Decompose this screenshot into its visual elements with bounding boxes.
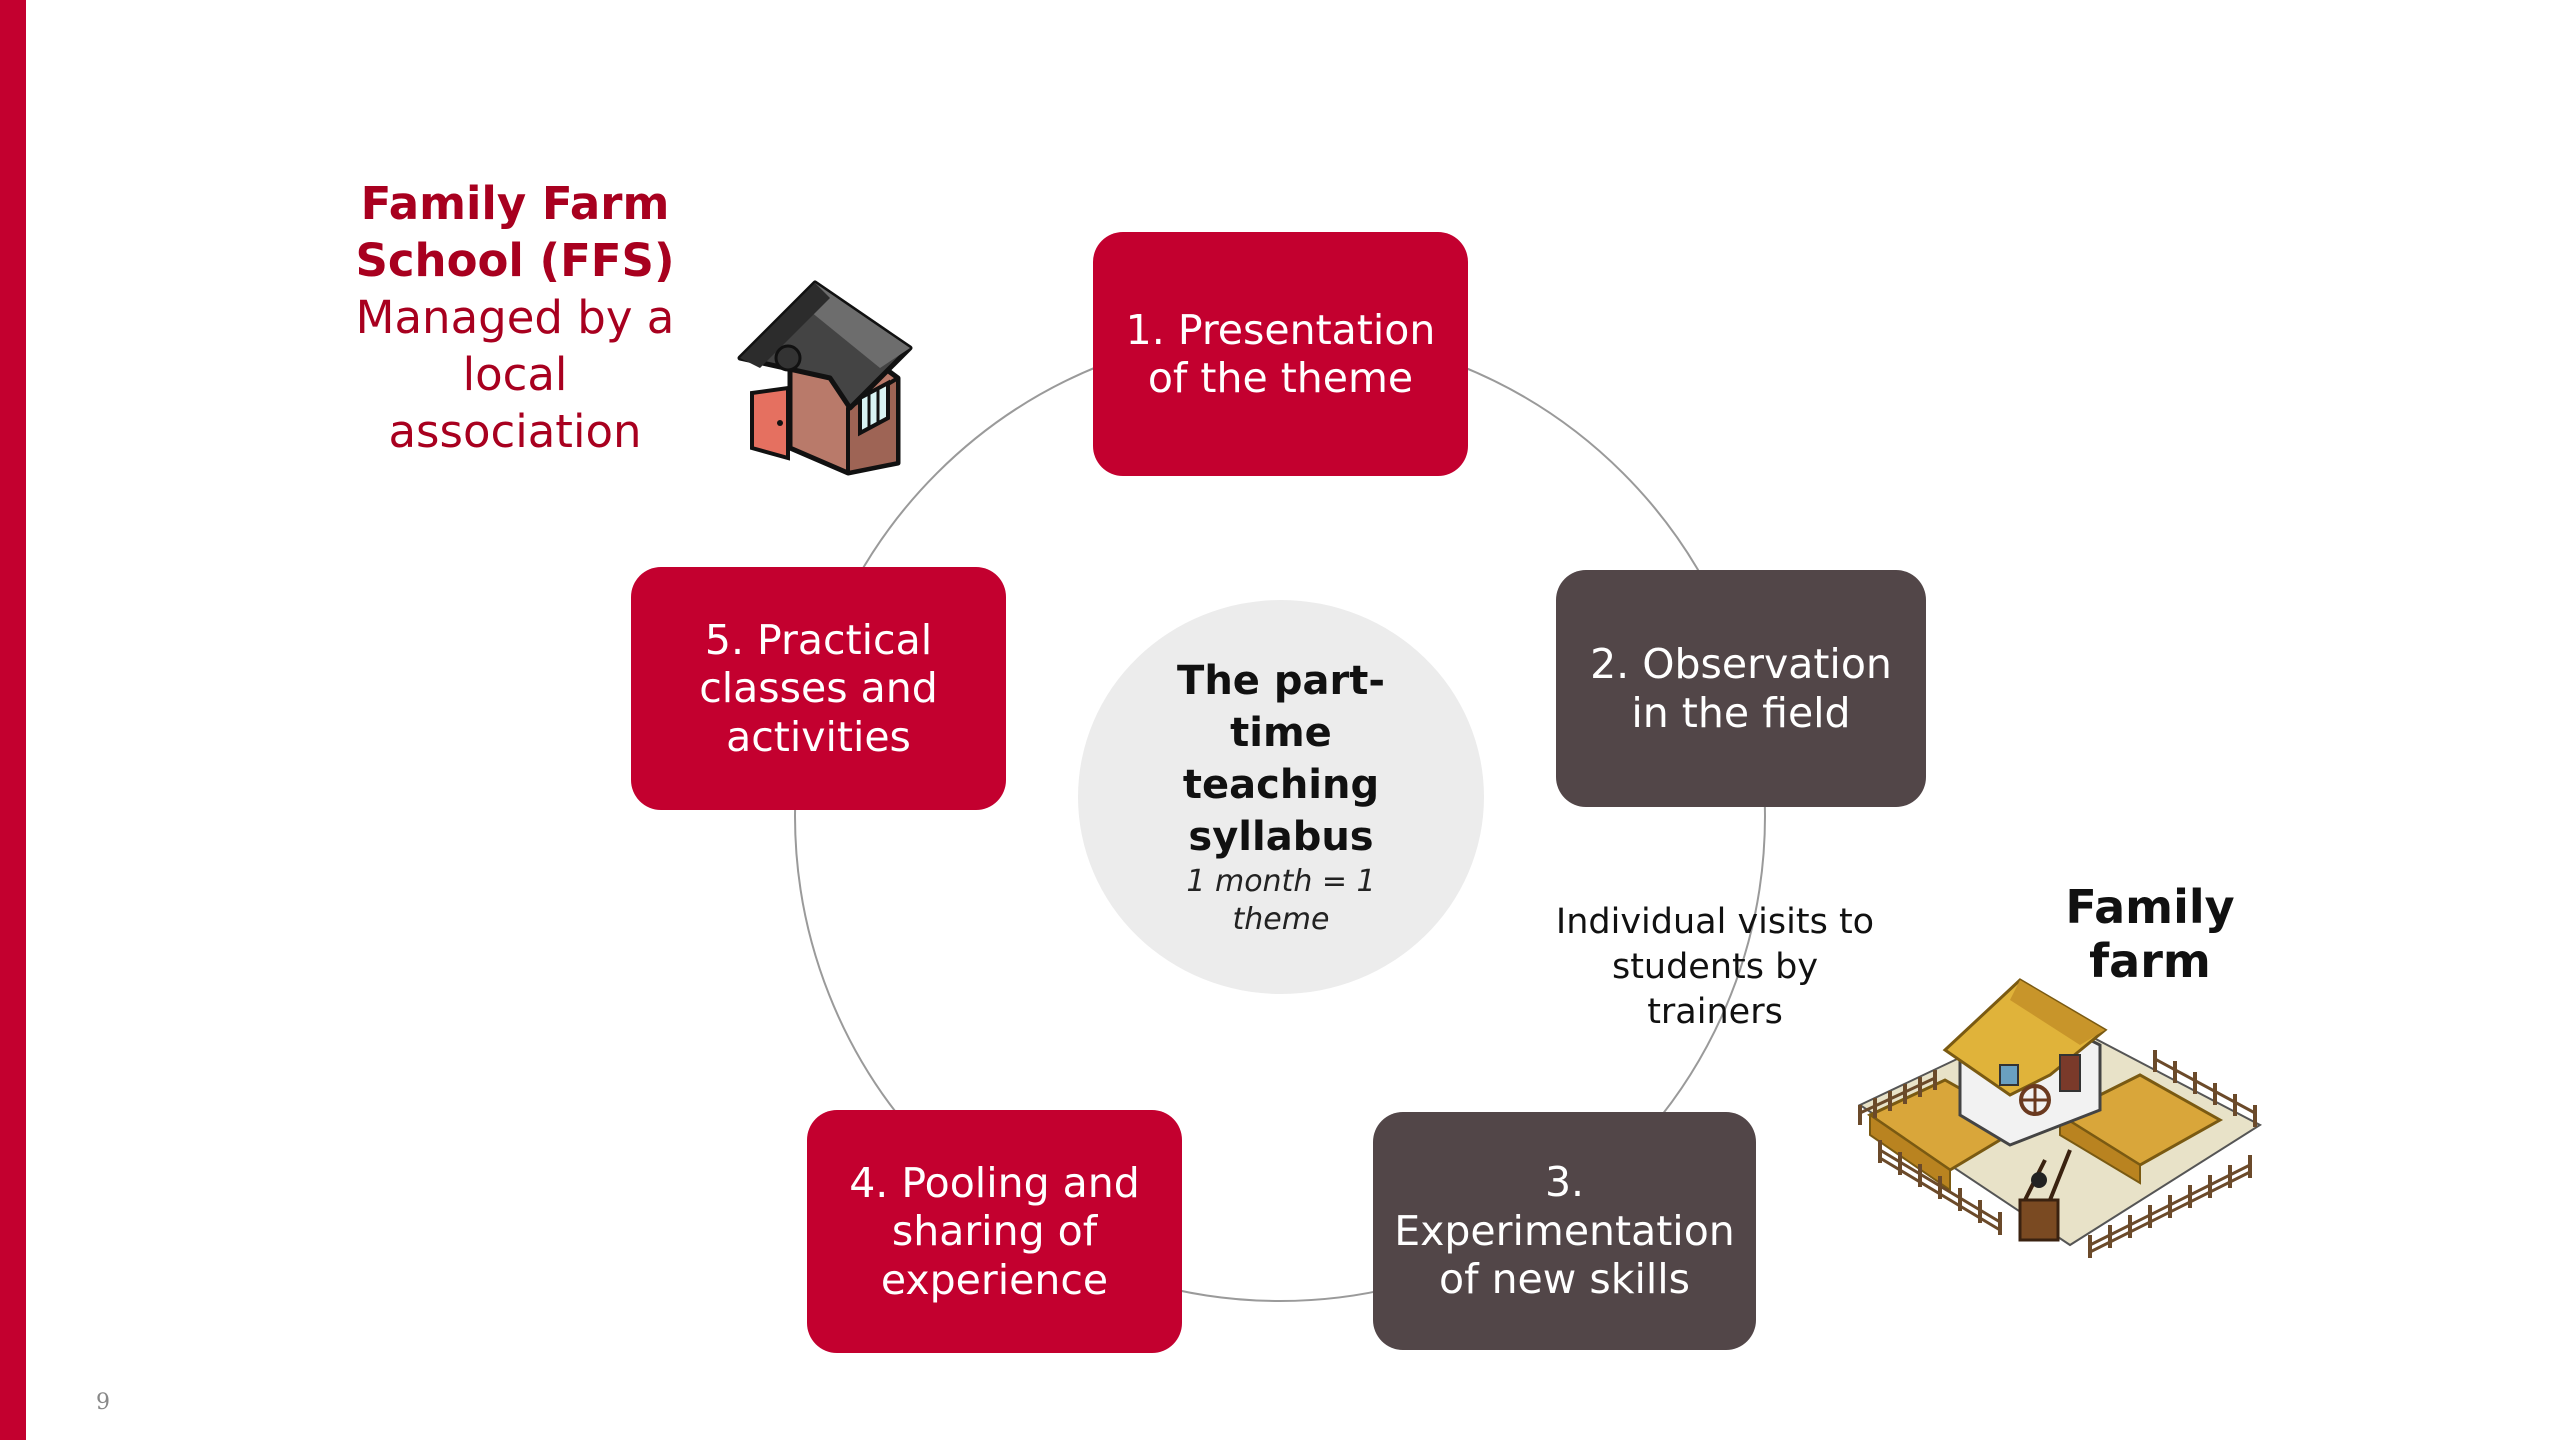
- ffs-title: Family Farm School (FFS): [355, 177, 675, 287]
- step-4-label: 4. Pooling and sharing of experience: [849, 1158, 1140, 1304]
- farm-icon: [1857, 978, 2263, 1258]
- house-icon: [737, 280, 913, 476]
- step-4-pooling: 4. Pooling and sharing of experience: [807, 1110, 1182, 1353]
- step-2-observation: 2. Observation in the field: [1556, 570, 1926, 807]
- visits-note: Individual visits to students by trainer…: [1555, 902, 1875, 1032]
- step-1-presentation: 1. Presentation of the theme: [1093, 232, 1468, 476]
- center-syllabus: The part-time teaching syllabus 1 month …: [1078, 600, 1484, 994]
- step-5-practical: 5. Practical classes and activities: [631, 567, 1006, 810]
- left-accent-bar: [0, 0, 26, 1440]
- center-title: The part-time teaching syllabus: [1177, 658, 1385, 860]
- step-5-label: 5. Practical classes and activities: [699, 615, 938, 761]
- step-1-label: 1. Presentation of the theme: [1125, 305, 1436, 402]
- ffs-caption: Family Farm School (FFS) Managed by a lo…: [330, 175, 700, 460]
- ffs-subtitle: Managed by a local association: [355, 291, 675, 458]
- page-number: 9: [96, 1390, 110, 1415]
- farm-label: Family farm: [2065, 880, 2235, 988]
- step-3-experimentation: 3. Experimentation of new skills: [1373, 1112, 1756, 1350]
- step-2-label: 2. Observation in the field: [1590, 640, 1892, 737]
- step-3-label: 3. Experimentation of new skills: [1394, 1158, 1735, 1304]
- center-subtitle: 1 month = 1 theme: [1186, 864, 1376, 937]
